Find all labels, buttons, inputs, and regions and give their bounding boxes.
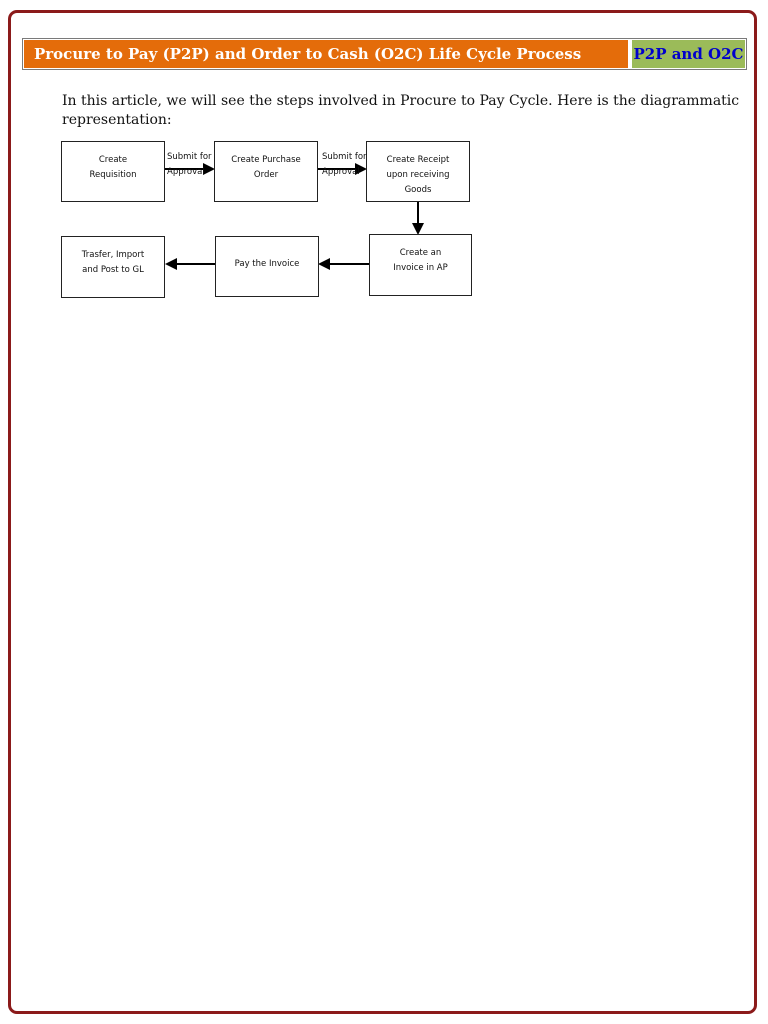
node-label: Create Purchase Order: [231, 155, 301, 180]
node-create-purchase-order: Create Purchase Order: [214, 141, 318, 202]
node-pay-invoice: Pay the Invoice: [215, 236, 319, 297]
node-create-receipt: Create Receipt upon receiving Goods: [366, 141, 470, 202]
header-bar: Procure to Pay (P2P) and Order to Cash (…: [22, 38, 747, 70]
topic-badge: P2P and O2C: [632, 40, 745, 68]
node-label: Create Receipt upon receiving Goods: [386, 155, 450, 195]
edge-label-po-to-receipt: Submit for Approval: [322, 152, 367, 177]
node-transfer-to-gl: Trasfer, Import and Post to GL: [61, 236, 165, 298]
node-label: Create an Invoice in AP: [393, 248, 448, 273]
edge-label-req-to-po: Submit for Approval: [167, 152, 212, 177]
node-create-invoice: Create an Invoice in AP: [369, 234, 472, 296]
page-title: Procure to Pay (P2P) and Order to Cash (…: [24, 40, 628, 68]
node-label: Pay the Invoice: [234, 259, 300, 269]
node-label: Create Requisition: [89, 155, 137, 180]
intro-paragraph: In this article, we will see the steps i…: [62, 93, 740, 128]
node-create-requisition: Create Requisition: [61, 141, 165, 202]
node-label: Trasfer, Import and Post to GL: [81, 250, 145, 275]
